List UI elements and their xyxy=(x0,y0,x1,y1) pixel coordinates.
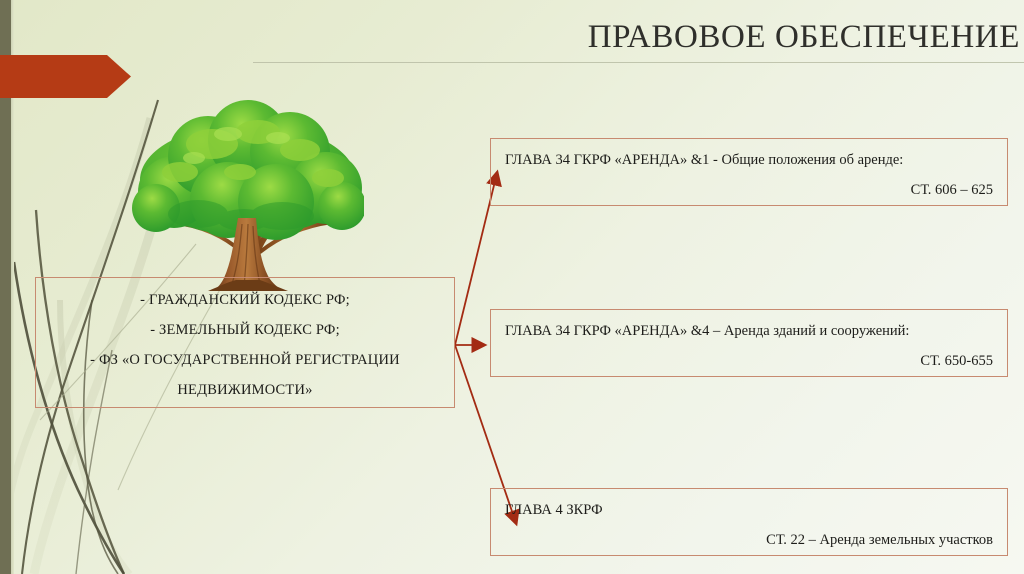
target-box-2-heading: ГЛАВА 34 ГКРФ «АРЕНДА» &4 – Аренда здани… xyxy=(505,323,910,339)
source-line-4: НЕДВИЖИМОСТИ» xyxy=(177,382,313,398)
target-box-2-articles: СТ. 650-655 xyxy=(920,353,993,369)
left-edge-highlight xyxy=(11,0,14,574)
target-box-3-articles: СТ. 22 – Аренда земельных участков xyxy=(766,532,993,548)
target-box-1-heading: ГЛАВА 34 ГКРФ «АРЕНДА» &1 - Общие положе… xyxy=(505,152,904,168)
left-edge-stripe xyxy=(0,0,11,574)
target-box-chapter-4-zkrf: ГЛАВА 4 ЗКРФ СТ. 22 – Аренда земельных у… xyxy=(490,488,1008,556)
title-divider-rule xyxy=(253,62,1024,63)
chevron-banner-icon xyxy=(0,55,131,98)
source-line-1: - ГРАЖДАНСКИЙ КОДЕКС РФ; xyxy=(140,292,350,308)
target-box-3-heading: ГЛАВА 4 ЗКРФ xyxy=(505,502,603,518)
page-title: ПРАВОВОЕ ОБЕСПЕЧЕНИЕ xyxy=(587,19,1020,55)
source-legislation-box: - ГРАЖДАНСКИЙ КОДЕКС РФ; - ЗЕМЕЛЬНЫЙ КОД… xyxy=(35,277,455,408)
target-box-1-articles: СТ. 606 – 625 xyxy=(910,182,993,198)
target-box-chapter-34-part-1: ГЛАВА 34 ГКРФ «АРЕНДА» &1 - Общие положе… xyxy=(490,138,1008,206)
source-line-2: - ЗЕМЕЛЬНЫЙ КОДЕКС РФ; xyxy=(150,322,340,338)
tree-illustration-icon xyxy=(132,100,364,291)
target-box-chapter-34-part-4: ГЛАВА 34 ГКРФ «АРЕНДА» &4 – Аренда здани… xyxy=(490,309,1008,377)
source-line-3: - ФЗ «О ГОСУДАРСТВЕННОЙ РЕГИСТРАЦИИ xyxy=(90,352,400,368)
